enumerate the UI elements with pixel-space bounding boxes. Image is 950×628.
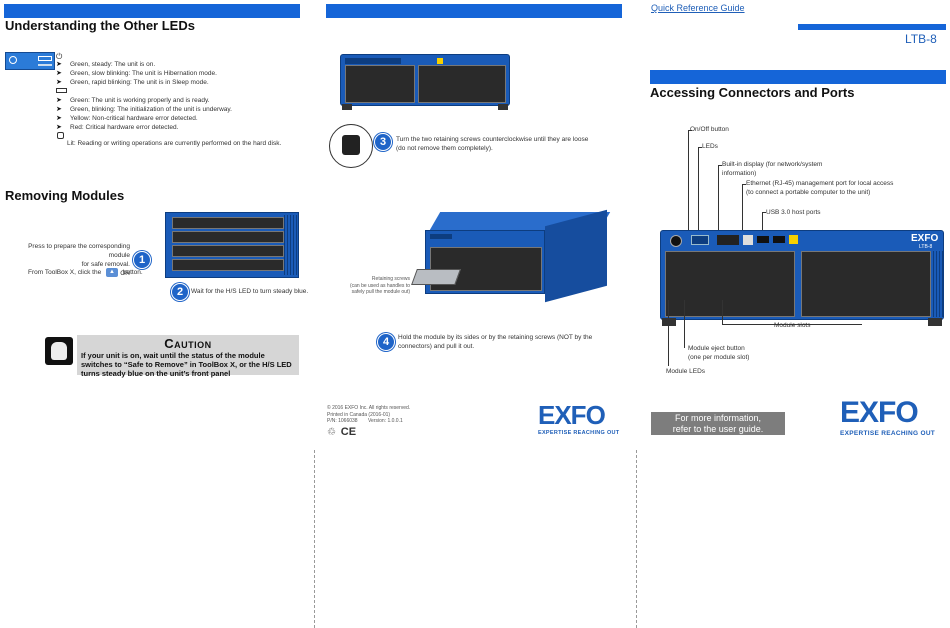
caution-box: Caution If your unit is on, wait until t…	[77, 335, 299, 378]
list-item: ➤Green, slow blinking: The unit is Hiber…	[56, 70, 217, 77]
warning-label	[437, 58, 443, 64]
module-slot	[172, 245, 284, 257]
caution-text: If your unit is on, wait until the statu…	[81, 351, 292, 378]
header-bar-right-top	[798, 24, 946, 30]
disk-icon	[57, 132, 64, 139]
status-leds	[691, 235, 709, 245]
callout-eject: Module eject button (one per module slot…	[688, 345, 750, 361]
device-brand: EXFO	[911, 233, 939, 244]
callout-line	[116, 260, 134, 261]
ce-mark-icon: CE	[340, 426, 357, 438]
front-panel-thumbnail	[5, 52, 55, 70]
list-item: ➤Green, blinking: The initialization of …	[56, 106, 232, 113]
list-item: ➤Red: Critical hardware error detected.	[56, 124, 179, 131]
power-led-list: ➤Green, steady: The unit is on. ➤Green, …	[56, 60, 217, 87]
vent-grille	[284, 215, 298, 275]
compliance-icons: ♲ CE	[327, 426, 356, 438]
list-item: ➤Yellow: Non-critical hardware error det…	[56, 115, 198, 122]
power-icon: ⏻	[56, 52, 63, 61]
device-isometric-image	[425, 209, 611, 303]
list-item: ➤Green, steady: The unit is on.	[56, 61, 156, 68]
screw-detail-circle	[329, 124, 373, 168]
more-info-box: For more information, refer to the user …	[651, 412, 785, 435]
status-led-list: ➤Green: The unit is working properly and…	[56, 96, 232, 132]
vent-grille	[933, 251, 943, 317]
version-text: Version: 1.0.0.1	[368, 418, 403, 424]
disk-led-description: Lit: Reading or writing operations are c…	[67, 140, 282, 147]
callout-leds: LEDs	[702, 143, 718, 150]
disk-led-icon	[38, 64, 52, 66]
list-item: ➤Green: The unit is working properly and…	[56, 97, 210, 104]
module-slot-bank-right	[801, 251, 931, 317]
device-foot	[342, 104, 352, 110]
status-led-icon	[56, 88, 67, 93]
power-button-icon	[670, 235, 682, 247]
device-side	[545, 209, 607, 303]
recycle-icon: ♲	[327, 427, 336, 438]
step-3-marker: 3	[374, 133, 392, 151]
header-bar-middle	[326, 4, 622, 18]
removing-title: Removing Modules	[5, 188, 125, 203]
module-slot	[172, 217, 284, 229]
access-title: Accessing Connectors and Ports	[650, 85, 855, 100]
callout-module-leds: Module LEDs	[666, 368, 706, 375]
step3-text: Turn the two retaining screws counterclo…	[396, 136, 589, 152]
step4-text: Hold the module by its sides or by the r…	[398, 334, 593, 350]
header-bar-left	[4, 4, 300, 18]
status-led-icon	[38, 56, 52, 61]
caution-title: Caution	[164, 336, 212, 351]
exfo-logo: EXFO	[538, 400, 606, 430]
toolbox-instruction: From ToolBox X, click the ▲ button.	[28, 268, 143, 277]
header-bar-right	[650, 70, 946, 84]
callout-module-slots: Module slots	[774, 322, 811, 329]
list-item: ➤Green, rapid blinking: The unit is in S…	[56, 79, 209, 86]
module-slot	[172, 231, 284, 243]
module-slot	[172, 259, 284, 271]
device-foot	[498, 104, 508, 110]
step-4-marker: 4	[377, 333, 395, 351]
exfo-tagline: EXPERTISE REACHING OUT	[538, 430, 620, 436]
caution-hand-icon	[45, 337, 73, 365]
leds-title: Understanding the Other LEDs	[5, 18, 195, 33]
callout-ethernet: Ethernet (RJ-45) management port for loc…	[746, 180, 894, 196]
retaining-screws-label: Retaining screws (can be used as handles…	[349, 276, 410, 295]
callout-display: Built-in display (for network/system inf…	[722, 161, 823, 177]
device-front-image	[340, 54, 510, 106]
step2-text: Wait for the H/S LED to turn steady blue…	[191, 288, 309, 295]
device-module-image	[165, 212, 299, 278]
device-foot	[928, 318, 942, 326]
module-slot-bank-left	[665, 251, 795, 317]
usb-port	[773, 236, 785, 243]
step-1-marker: 1	[133, 251, 151, 269]
module-slot	[345, 65, 415, 103]
callout-usb: USB 3.0 host ports	[766, 209, 821, 216]
model-title: LTB-8	[905, 32, 937, 46]
exfo-tagline: EXPERTISE REACHING OUT	[840, 430, 936, 437]
exfo-logo: EXFO	[840, 396, 919, 429]
screwdriver-icon	[342, 135, 360, 155]
quick-reference-link[interactable]: Quick Reference Guide	[651, 3, 745, 13]
step-2-marker: 2	[171, 283, 189, 301]
pulled-module	[411, 269, 461, 285]
device-foot	[662, 318, 676, 326]
device-model-label: LTB-8	[919, 244, 933, 250]
warning-label	[789, 235, 798, 244]
fold-line	[636, 450, 637, 628]
usb-port	[757, 236, 769, 243]
built-in-display	[717, 235, 739, 245]
fold-line	[314, 450, 315, 628]
power-icon	[9, 56, 17, 64]
module-slot	[418, 65, 506, 103]
callout-onoff: On/Off button	[690, 126, 729, 133]
safe-remove-icon: ▲	[106, 268, 119, 277]
ethernet-port	[743, 235, 753, 245]
device-front-panel: EXFO LTB-8	[660, 230, 944, 320]
step1-text: Press to prepare the corresponding modul…	[28, 243, 130, 277]
copyright-block: © 2016 EXFO Inc. All rights reserved. Pr…	[327, 405, 411, 424]
